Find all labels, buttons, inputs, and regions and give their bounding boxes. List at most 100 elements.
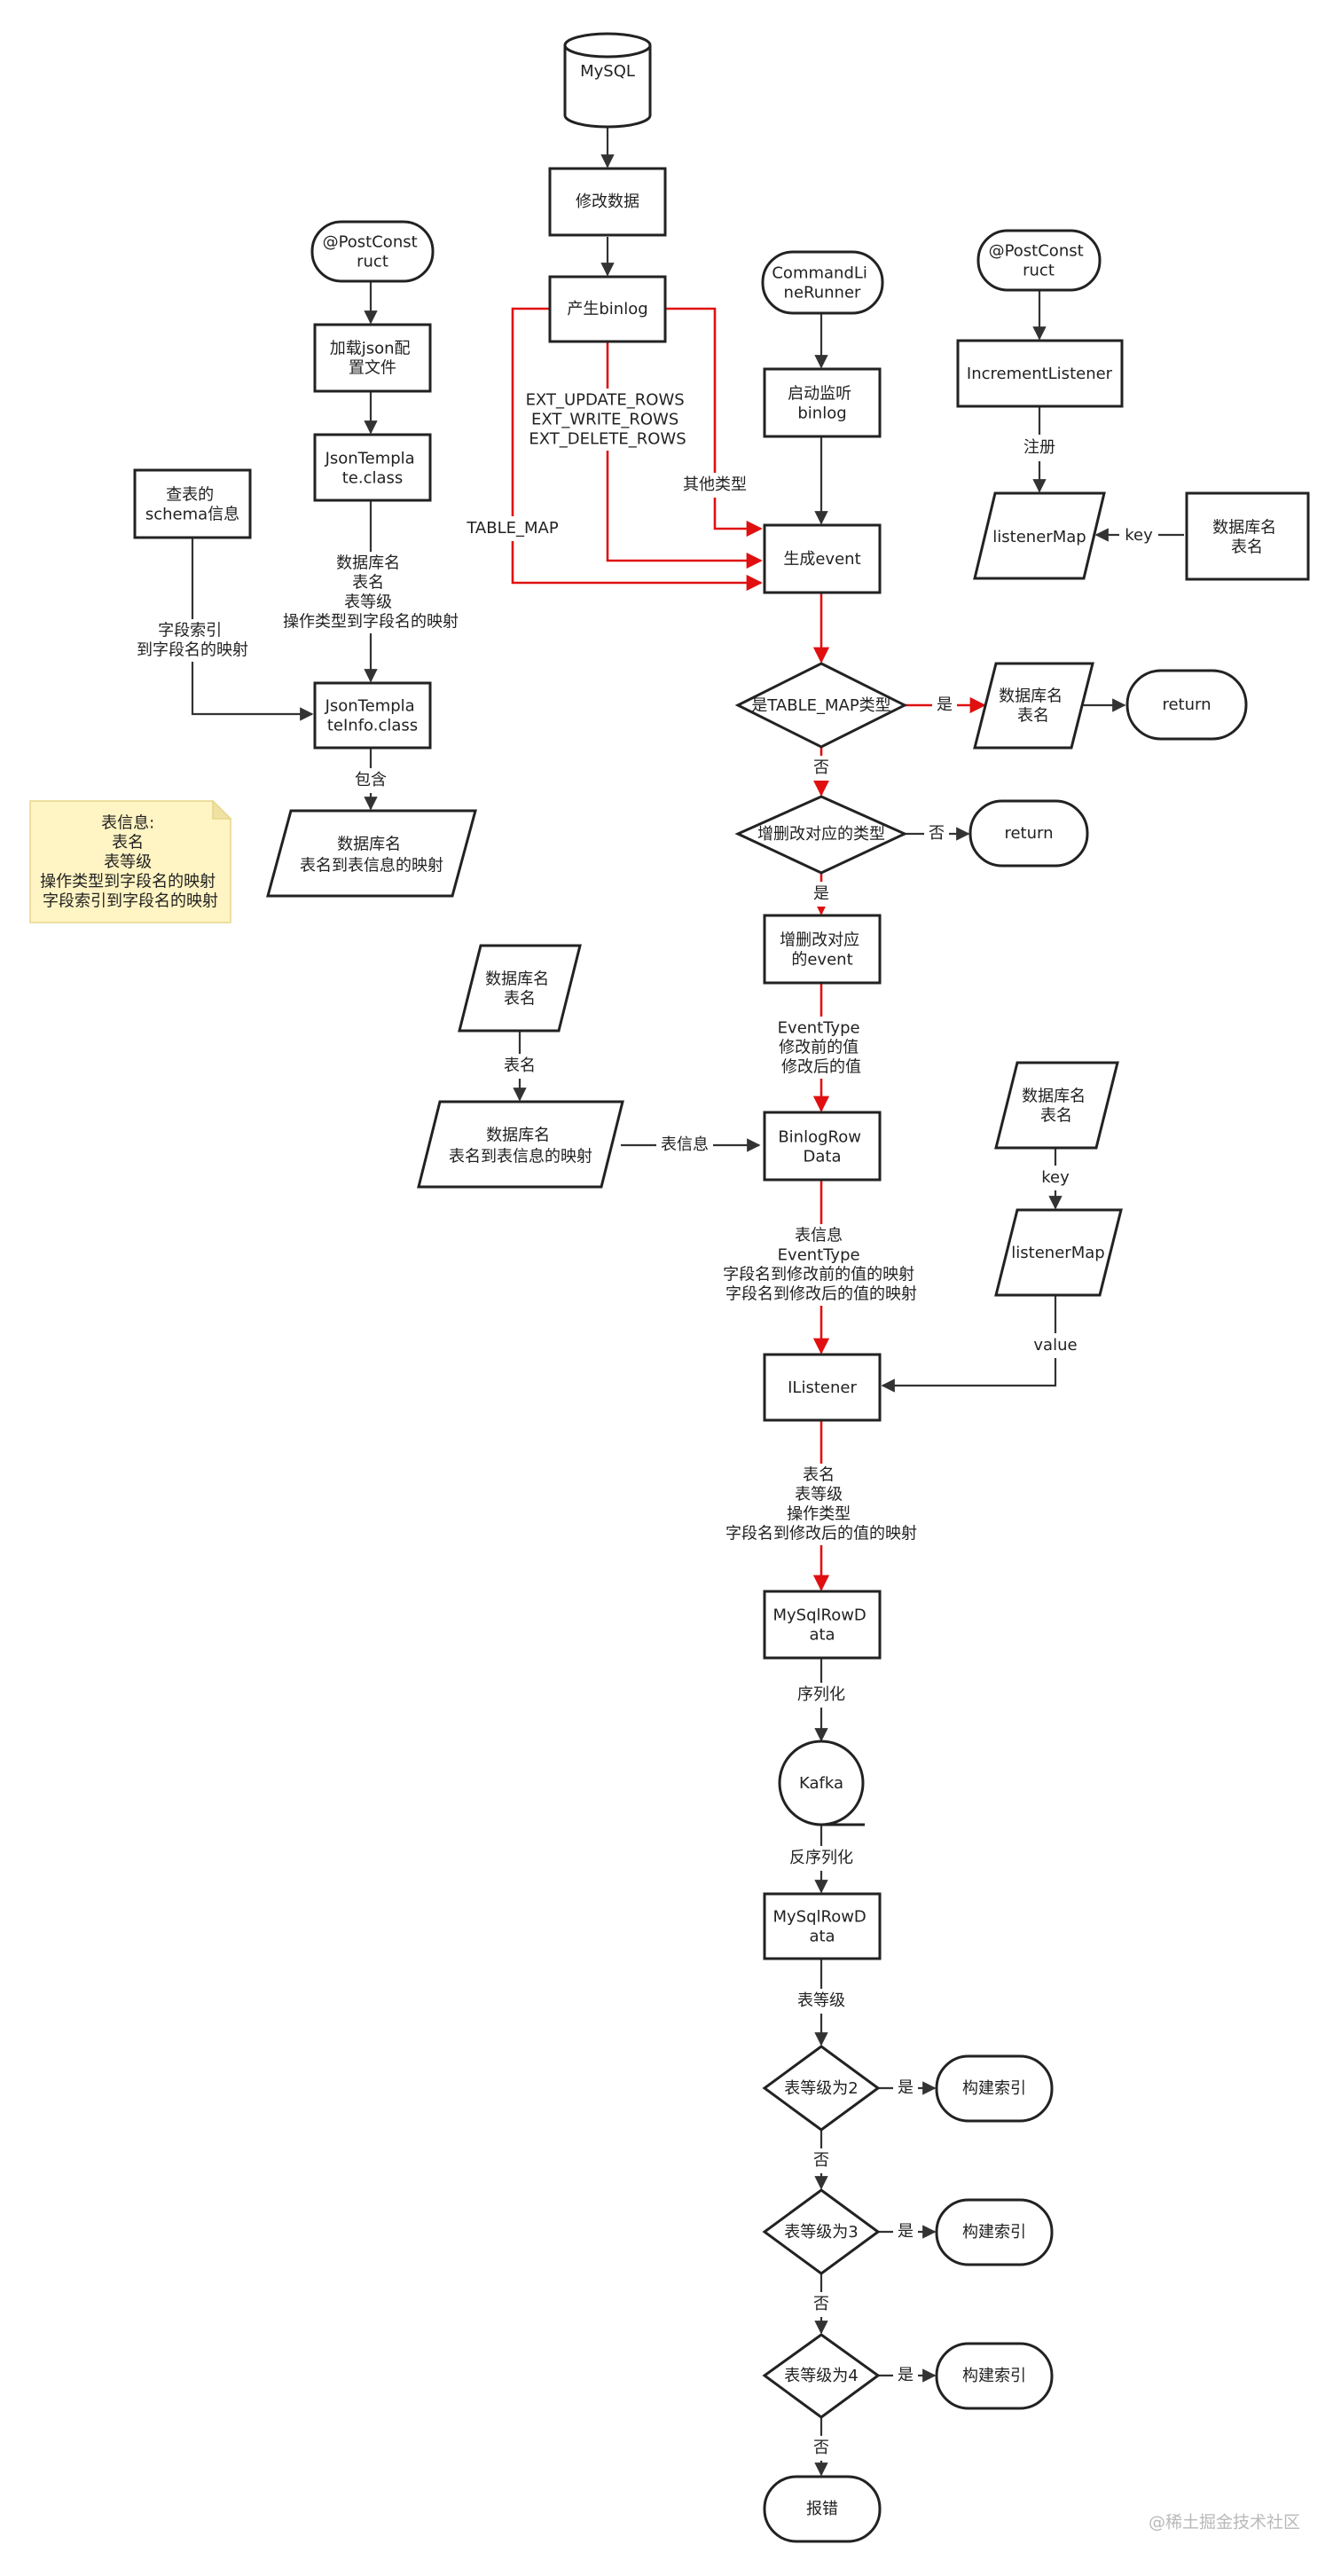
edge-binlog-other (665, 307, 763, 538)
node-ilistener[interactable]: IListener (763, 1353, 882, 1422)
svg-text:启动监听 binlog: 启动监听 binlog (788, 384, 857, 422)
label-deserialize: 反序列化 (789, 1849, 853, 1867)
svg-text:IncrementListener: IncrementListener (967, 365, 1113, 383)
label-table-map: TABLE_MAP (466, 519, 559, 538)
edge-schema-to-tplinfo (191, 538, 314, 721)
label-ext-rows: EXT_UPDATE_ROWS EXT_WRITE_ROWS EXT_DELET… (526, 390, 690, 448)
svg-text:@PostConst ruct: @PostConst ruct (989, 241, 1089, 279)
label-event-values: EventType 修改前的值 修改后的值 (778, 1018, 866, 1076)
node-return-1[interactable]: return (1125, 669, 1248, 741)
node-binlog-row-data[interactable]: BinlogRow Data (763, 1111, 882, 1182)
node-mysql[interactable]: MySQL (563, 32, 652, 129)
edge-binlog-tablemap (511, 307, 763, 592)
node-increment-listener[interactable]: IncrementListener (956, 339, 1124, 408)
svg-text:构建索引: 构建索引 (962, 2367, 1026, 2385)
svg-text:表等级为4: 表等级为4 (784, 2367, 858, 2385)
node-error[interactable]: 报错 (763, 2475, 882, 2543)
label-key-1: key (1125, 526, 1153, 545)
label-template-fields: 数据库名 表名 表等级 操作类型到字段名的映射 (283, 554, 459, 631)
node-crud-event[interactable]: 增删改对应 的event (763, 914, 882, 985)
edge-labels: 注册 key TABLE_MAP EXT_UPDATE_ROWS EXT_WRI… (130, 389, 1158, 2461)
node-level-2[interactable]: 表等级为2 (762, 2045, 881, 2132)
svg-text:是TABLE_MAP类型: 是TABLE_MAP类型 (751, 696, 890, 715)
label-row-fields: 表信息 EventType 字段名到修改前的值的映射 字段名到修改后的值的映射 (723, 1226, 920, 1303)
svg-text:构建索引: 构建索引 (962, 2079, 1026, 2098)
node-level-4[interactable]: 表等级为4 (762, 2333, 881, 2419)
nodes: MySQL 修改数据 产生binlog @PostConst ruct 加载js… (29, 32, 1310, 2543)
label-yes-1: 是 (937, 695, 953, 714)
node-db-table-map-2[interactable]: 数据库名 表名到表信息的映射 (417, 1100, 624, 1189)
node-kafka[interactable]: Kafka (778, 1740, 865, 1826)
node-json-template-info[interactable]: JsonTempla teInfo.class (313, 681, 432, 750)
node-gen-event[interactable]: 生成event (763, 523, 882, 594)
svg-text:return: return (1004, 824, 1053, 843)
node-load-json[interactable]: 加载json配 置文件 (313, 323, 432, 393)
svg-text:Kafka: Kafka (799, 1774, 843, 1793)
node-listener-map-2[interactable]: listenerMap (994, 1208, 1123, 1297)
label-other-types: 其他类型 (683, 475, 747, 494)
svg-text:数据库名 表名: 数据库名 表名 (999, 687, 1068, 725)
svg-text:增删改对应 的event: 增删改对应 的event (780, 931, 865, 969)
svg-text:listenerMap: listenerMap (1011, 1244, 1104, 1262)
label-no-4: 否 (813, 2295, 829, 2313)
note-table-info: 表信息: 表名 表等级 操作类型到字段名的映射 字段索引到字段名的映射 (29, 799, 232, 923)
svg-text:BinlogRow Data: BinlogRow Data (778, 1127, 866, 1166)
svg-text:return: return (1162, 695, 1211, 714)
svg-text:数据库名 表名到表信息的映射: 数据库名 表名到表信息的映射 (300, 835, 443, 875)
svg-text:IListener: IListener (788, 1378, 857, 1397)
svg-text:构建索引: 构建索引 (962, 2223, 1026, 2242)
svg-text:CommandLi neRunner: CommandLi neRunner (772, 263, 872, 302)
label-value: value (1033, 1336, 1077, 1355)
svg-text:查表的 schema信息: 查表的 schema信息 (145, 485, 239, 523)
node-mysql-row-data-2[interactable]: MySqlRowD ata (763, 1892, 882, 1960)
node-schema-info[interactable]: 查表的 schema信息 (133, 468, 252, 539)
label-yes-3: 是 (898, 2078, 914, 2097)
node-return-2[interactable]: return (968, 799, 1089, 868)
node-gen-binlog[interactable]: 产生binlog (548, 275, 667, 343)
edge-map-to-ilistener (881, 1295, 1057, 1393)
svg-text:表等级为3: 表等级为3 (784, 2223, 858, 2242)
svg-text:数据库名 表名到表信息的映射: 数据库名 表名到表信息的映射 (449, 1126, 592, 1166)
label-yes-2: 是 (813, 884, 829, 903)
node-listener-map-1[interactable]: listenerMap (973, 491, 1106, 580)
node-db-table-map-1[interactable]: 数据库名 表名到表信息的映射 (266, 809, 477, 898)
svg-text:表等级为2: 表等级为2 (784, 2079, 858, 2098)
label-table-name: 表名 (504, 1056, 536, 1075)
node-build-index-2[interactable]: 构建索引 (935, 2198, 1054, 2266)
node-postconstruct-1[interactable]: @PostConst ruct (310, 220, 435, 283)
node-json-template[interactable]: JsonTempla te.class (313, 433, 432, 502)
node-start-listen[interactable]: 启动监听 binlog (763, 367, 882, 438)
label-contains: 包含 (355, 771, 387, 789)
node-db-table-3[interactable]: 数据库名 表名 (458, 944, 582, 1033)
svg-text:数据库名 表名: 数据库名 表名 (1022, 1087, 1091, 1125)
svg-text:@PostConst ruct: @PostConst ruct (323, 232, 423, 271)
node-is-table-map[interactable]: 是TABLE_MAP类型 (734, 662, 908, 749)
node-build-index-1[interactable]: 构建索引 (935, 2054, 1054, 2123)
svg-text:listenerMap: listenerMap (992, 528, 1086, 546)
svg-text:JsonTempla te.class: JsonTempla te.class (325, 449, 420, 487)
node-db-table-2[interactable]: 数据库名 表名 (973, 662, 1094, 750)
node-command-line-runner[interactable]: CommandLi neRunner (761, 250, 884, 315)
svg-text:MySqlRowD ata: MySqlRowD ata (772, 1606, 871, 1644)
node-build-index-3[interactable]: 构建索引 (935, 2342, 1054, 2410)
svg-text:表信息: 表名 表等级: 表信息: 表名 表等级 操作类型到字段名的映射 字段索引到字段名的映射 (40, 813, 221, 910)
node-level-3[interactable]: 表等级为3 (762, 2188, 881, 2275)
node-db-table-4[interactable]: 数据库名 表名 (994, 1061, 1119, 1150)
label-yes-5: 是 (898, 2366, 914, 2384)
node-db-table-1[interactable]: 数据库名 表名 (1185, 491, 1310, 581)
svg-text:生成event: 生成event (783, 550, 860, 569)
svg-text:增删改对应的类型: 增删改对应的类型 (757, 825, 885, 844)
label-no-3: 否 (813, 2151, 829, 2170)
node-postconstruct-2[interactable]: @PostConst ruct (976, 229, 1102, 292)
node-modify-data[interactable]: 修改数据 (548, 167, 667, 237)
node-is-crud-type[interactable]: 增删改对应的类型 (734, 795, 908, 875)
svg-text:数据库名 表名: 数据库名 表名 (485, 970, 554, 1008)
label-table-level: 表等级 (797, 1991, 845, 2010)
node-mysql-row-data-1[interactable]: MySqlRowD ata (763, 1590, 882, 1660)
label-no-5: 否 (813, 2439, 829, 2457)
svg-text:加载json配 置文件: 加载json配 置文件 (330, 339, 416, 377)
label-yes-4: 是 (898, 2222, 914, 2241)
svg-text:JsonTempla teInfo.clas: JsonTempla teInfo.class (325, 696, 420, 734)
svg-text:数据库名 表名: 数据库名 表名 (1212, 518, 1282, 556)
